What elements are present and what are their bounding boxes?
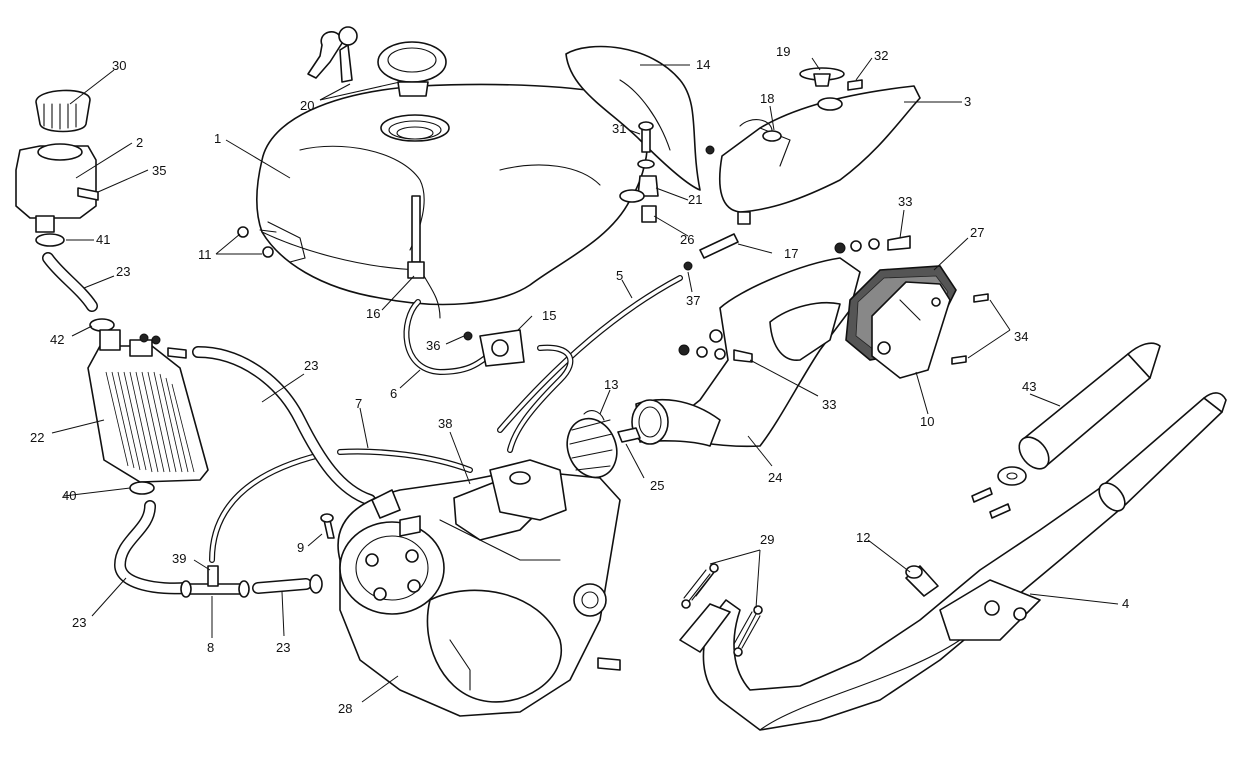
- callout-25: 25: [650, 478, 664, 493]
- callout-15: 15: [542, 308, 556, 323]
- fuel-tap: [479, 329, 525, 367]
- nuts-icon: [678, 235, 911, 363]
- callout-16: 16: [366, 306, 380, 321]
- fuel-tank: [255, 83, 649, 306]
- t-connector: [180, 565, 250, 598]
- callout-37: 37: [686, 293, 700, 308]
- coolant-hose: [252, 574, 323, 594]
- oil-fitting: [683, 233, 739, 271]
- seat-cowl: [565, 45, 701, 191]
- callout-19: 19: [776, 44, 790, 59]
- fuel-line: [403, 299, 491, 376]
- screw-icon: [847, 79, 863, 91]
- intake-rubber: [566, 410, 641, 479]
- callout-23-lower-left: 23: [72, 615, 86, 630]
- callout-21: 21: [688, 192, 702, 207]
- carburettor: [489, 459, 567, 521]
- filler-cap: [377, 41, 447, 97]
- expansion-tank: [15, 143, 97, 233]
- callout-9: 9: [297, 540, 304, 555]
- callout-13: 13: [604, 377, 618, 392]
- leader-lines: [51, 57, 1119, 703]
- callout-23-lower-mid: 23: [276, 640, 290, 655]
- callout-33-upper: 33: [898, 194, 912, 209]
- callout-23-center: 23: [304, 358, 318, 373]
- callout-38: 38: [438, 416, 452, 431]
- callout-39: 39: [172, 551, 186, 566]
- callout-32: 32: [874, 48, 888, 63]
- washer-icon: [971, 466, 1027, 519]
- fuel-line: [497, 275, 683, 433]
- callout-26: 26: [680, 232, 694, 247]
- callout-23-upper: 23: [116, 264, 130, 279]
- callout-30: 30: [112, 58, 126, 73]
- callout-41: 41: [96, 232, 110, 247]
- air-box: [659, 257, 861, 448]
- air-filter-cover: [871, 281, 951, 379]
- callout-35: 35: [152, 163, 166, 178]
- coolant-hose: [192, 346, 376, 506]
- rubber-mount: [905, 565, 939, 597]
- mount-bolts: [619, 121, 715, 223]
- engine: [337, 469, 621, 717]
- callout-34: 34: [1014, 329, 1028, 344]
- callout-24: 24: [768, 470, 782, 485]
- callout-17: 17: [784, 246, 798, 261]
- clamp-icon: [129, 481, 155, 495]
- radiator-cap: [35, 89, 91, 133]
- callout-43: 43: [1022, 379, 1036, 394]
- callout-36: 36: [426, 338, 440, 353]
- coolant-hose: [337, 448, 473, 473]
- callout-28: 28: [338, 701, 352, 716]
- callout-1: 1: [214, 131, 221, 146]
- callout-20: 20: [300, 98, 314, 113]
- radiator: [87, 329, 209, 483]
- exhaust-pipe: [679, 392, 1227, 731]
- callout-40: 40: [62, 488, 76, 503]
- callout-29: 29: [760, 532, 774, 547]
- overflow-tube: [209, 452, 323, 563]
- callout-11: 11: [198, 247, 212, 262]
- silencer: [1018, 342, 1161, 470]
- callout-labels: 1 2 3 4 5 6 7 8 9 10 11 12 13 14 15 16 1…: [30, 44, 1129, 716]
- fuel-sender: [407, 195, 441, 319]
- intake-duct: [631, 398, 721, 447]
- callout-3: 3: [964, 94, 971, 109]
- callout-10: 10: [920, 414, 934, 429]
- keys-icon: [307, 26, 358, 83]
- clamp-icon: [35, 233, 65, 247]
- callout-2: 2: [136, 135, 143, 150]
- callout-14: 14: [696, 57, 710, 72]
- coolant-hose: [113, 500, 191, 595]
- callout-22: 22: [30, 430, 44, 445]
- callout-7: 7: [355, 396, 362, 411]
- callout-33-lower: 33: [822, 397, 836, 412]
- callout-5: 5: [616, 268, 623, 283]
- bolts-icon: [237, 226, 277, 258]
- screw-icon: [463, 331, 473, 341]
- oil-tank: [718, 85, 921, 225]
- fuel-line: [507, 344, 574, 453]
- bolts-icon: [139, 333, 187, 359]
- callout-4: 4: [1122, 596, 1129, 611]
- callout-6: 6: [390, 386, 397, 401]
- oil-cap: [799, 67, 845, 87]
- screws-icon: [951, 293, 989, 365]
- callout-27: 27: [970, 225, 984, 240]
- callout-42: 42: [50, 332, 64, 347]
- callout-31: 31: [612, 121, 626, 136]
- callout-12: 12: [856, 530, 870, 545]
- callout-18: 18: [760, 91, 774, 106]
- springs-icon: [681, 563, 763, 657]
- screw-icon: [77, 187, 99, 201]
- coolant-hose: [42, 252, 98, 312]
- bolt-icon: [320, 513, 335, 539]
- callout-8: 8: [207, 640, 214, 655]
